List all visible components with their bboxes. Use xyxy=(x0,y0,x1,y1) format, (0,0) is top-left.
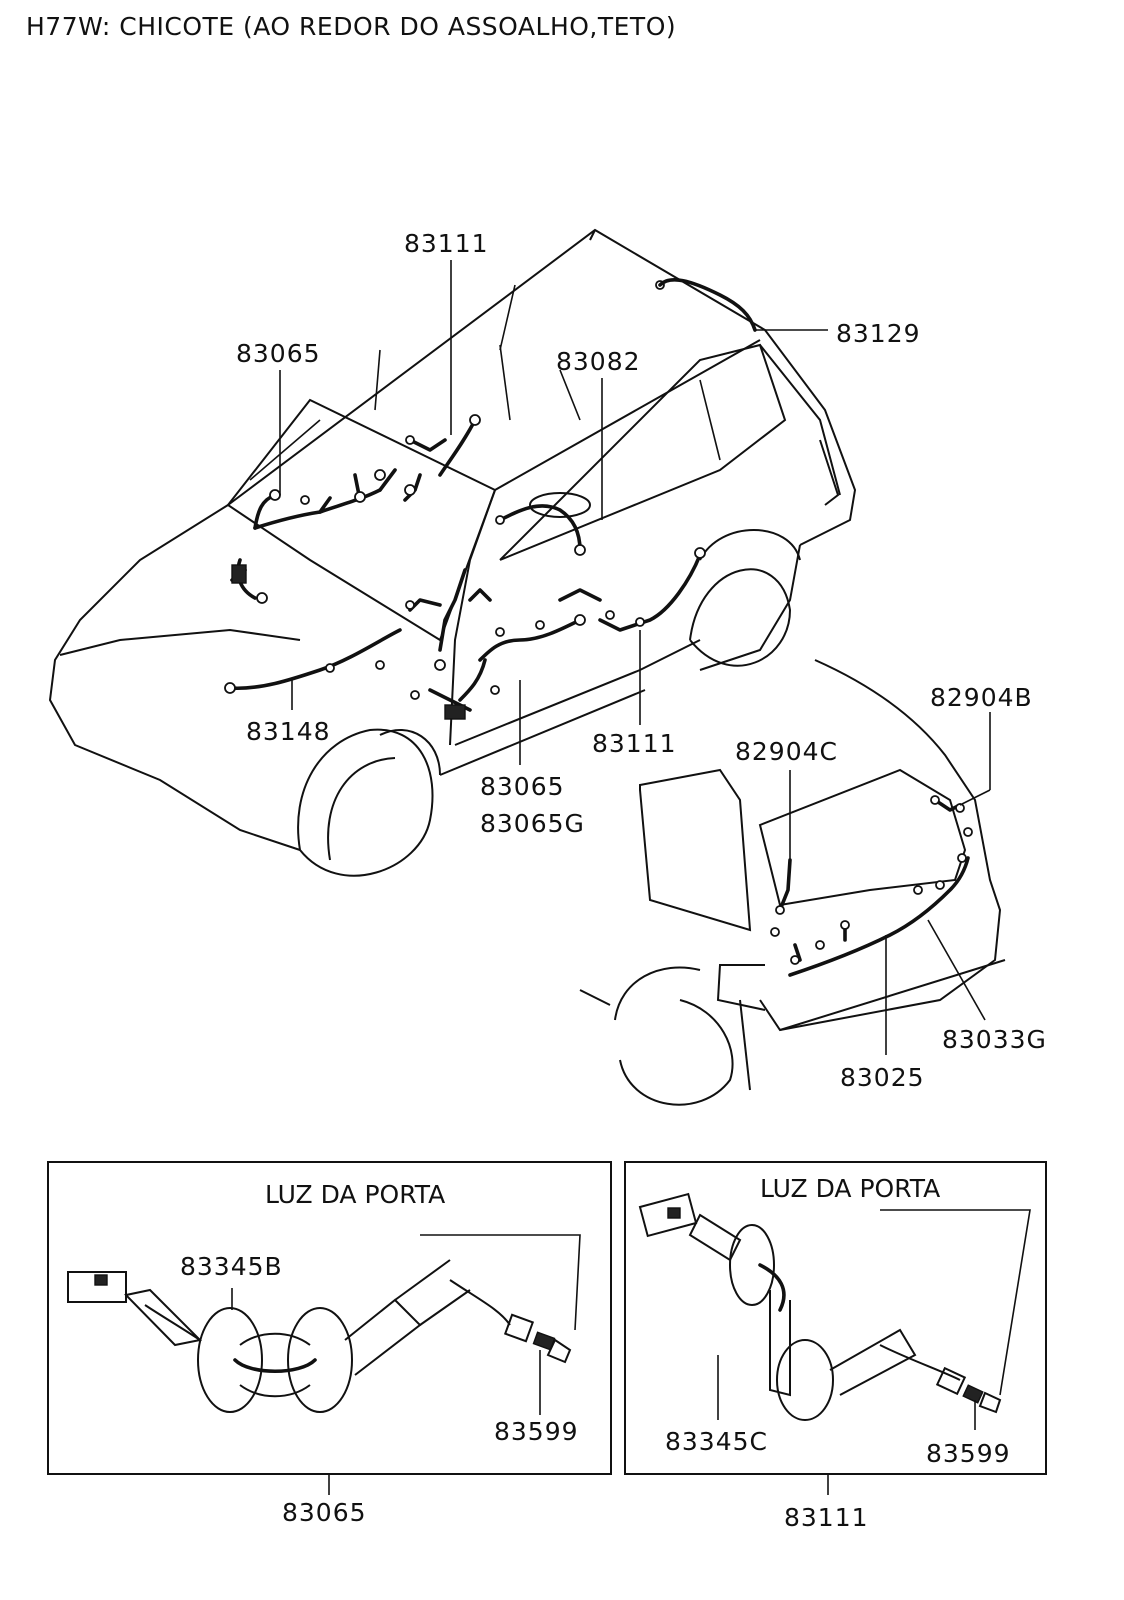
inset-left-drawing xyxy=(67,1234,581,1495)
roof-harness xyxy=(658,278,757,332)
inset-right-grommet-label: 83345C xyxy=(665,1427,768,1456)
callout-83082: 83082 xyxy=(556,347,641,376)
callout-83111-top: 83111 xyxy=(404,229,489,258)
callout-83065g: 83065G xyxy=(480,809,585,838)
leader-lines xyxy=(279,260,991,1055)
page-title: H77W: CHICOTE (AO REDOR DO ASSOALHO,TETO… xyxy=(26,12,677,41)
callout-83065-top: 83065 xyxy=(236,339,321,368)
inset-right-frame xyxy=(624,1161,1047,1475)
inset-left-bulb-label: 83599 xyxy=(494,1417,579,1446)
inset-right-harness-label: 83111 xyxy=(784,1503,869,1532)
callout-82904b: 82904B xyxy=(930,683,1033,712)
callout-83033g: 83033G xyxy=(942,1025,1047,1054)
inset-right-bulb-label: 83599 xyxy=(926,1439,1011,1468)
callout-83148: 83148 xyxy=(246,717,331,746)
rear-vehicle-outline xyxy=(579,659,1006,1106)
inset-right-drawing xyxy=(638,1192,1031,1495)
spare-tire xyxy=(529,492,591,518)
inset-left-grommet-label: 83345B xyxy=(180,1252,283,1281)
rear-connectors xyxy=(770,795,973,965)
inset-right-caption: LUZ DA PORTA xyxy=(760,1174,940,1203)
front-harness xyxy=(228,418,702,712)
callout-82904c: 82904C xyxy=(735,737,838,766)
callout-83111-mid: 83111 xyxy=(592,729,677,758)
callout-83129: 83129 xyxy=(836,319,921,348)
inset-left-caption: LUZ DA PORTA xyxy=(265,1180,445,1209)
callout-83025: 83025 xyxy=(840,1063,925,1092)
callout-83065-mid: 83065 xyxy=(480,772,565,801)
front-vehicle-outline xyxy=(48,228,857,877)
inset-left-harness-label: 83065 xyxy=(282,1498,367,1527)
